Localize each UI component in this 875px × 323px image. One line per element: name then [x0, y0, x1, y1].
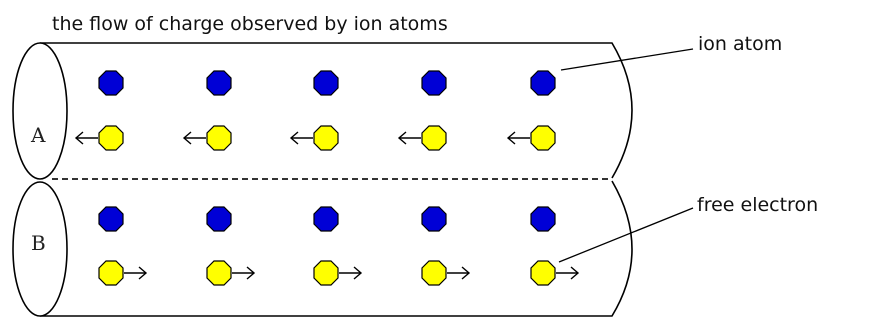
- electron-b-1: [98, 260, 124, 286]
- free-electron-b-5: [530, 260, 580, 286]
- electron-arrow-a-1: [74, 131, 98, 145]
- ion-atom-a-3: [313, 70, 339, 96]
- free-electron-a-1: [74, 125, 124, 151]
- free-electron-leader-line: [558, 207, 694, 263]
- cylinder-b-end-label: B: [31, 231, 46, 255]
- cylinder-a-end-cap: [12, 42, 68, 180]
- cylinder-a: A: [12, 42, 633, 180]
- electron-arrow-b-5: [556, 266, 580, 280]
- ion-atom-b-3: [313, 206, 339, 232]
- free-electron-label: free electron: [697, 194, 818, 216]
- electron-b-2: [206, 260, 232, 286]
- free-electron-a-4: [397, 125, 447, 151]
- ion-atom-b-2: [206, 206, 232, 232]
- electron-a-3: [313, 125, 339, 151]
- electron-arrow-a-3: [289, 131, 313, 145]
- cylinder-b-body: [40, 180, 633, 317]
- electron-arrow-b-1: [124, 266, 148, 280]
- ion-atom-b-5: [530, 206, 556, 232]
- ion-atom-leader-line: [560, 48, 694, 71]
- electron-arrow-b-4: [447, 266, 471, 280]
- ion-atom-b-1: [98, 206, 124, 232]
- free-electron-a-3: [289, 125, 339, 151]
- free-electron-b-3: [313, 260, 363, 286]
- free-electron-callout: free electron: [558, 194, 818, 263]
- ion-atom-a-1: [98, 70, 124, 96]
- electron-b-3: [313, 260, 339, 286]
- free-electron-b-2: [206, 260, 256, 286]
- cylinder-b: B: [12, 180, 633, 317]
- cylinder-a-end-label: A: [30, 123, 46, 147]
- electron-arrow-b-2: [232, 266, 256, 280]
- free-electron-b-1: [98, 260, 148, 286]
- electron-a-5: [530, 125, 556, 151]
- electron-a-1: [98, 125, 124, 151]
- electron-arrow-a-5: [506, 131, 530, 145]
- free-electron-a-2: [182, 125, 232, 151]
- ion-atom-label: ion atom: [698, 33, 782, 55]
- ion-atom-callout: ion atom: [560, 33, 782, 71]
- ion-atom-b-4: [421, 206, 447, 232]
- cylinder-a-body: [40, 42, 633, 179]
- electron-b-4: [421, 260, 447, 286]
- cylinder-b-end-cap: [12, 181, 68, 317]
- ion-atom-a-4: [421, 70, 447, 96]
- electron-a-4: [421, 125, 447, 151]
- electron-b-5: [530, 260, 556, 286]
- diagram-title: the flow of charge observed by ion atoms: [52, 13, 448, 35]
- free-electron-a-5: [506, 125, 556, 151]
- particles: [74, 70, 580, 286]
- electron-arrow-a-2: [182, 131, 206, 145]
- ion-atom-a-2: [206, 70, 232, 96]
- electron-arrow-b-3: [339, 266, 363, 280]
- electron-arrow-a-4: [397, 131, 421, 145]
- electron-a-2: [206, 125, 232, 151]
- free-electron-b-4: [421, 260, 471, 286]
- ion-atom-a-5: [530, 70, 556, 96]
